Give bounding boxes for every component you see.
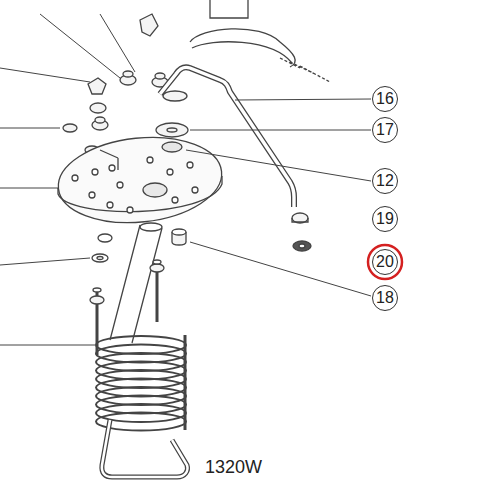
callout-number: 17	[376, 122, 394, 138]
callout-circle: 12	[372, 168, 398, 194]
callout-circle: 18	[372, 285, 398, 311]
callout-circle: 19	[372, 206, 398, 232]
callout-circle: 16	[372, 86, 398, 112]
callout-number: 12	[376, 173, 394, 189]
callout-number: 18	[376, 290, 394, 306]
callout-number: 20	[376, 254, 394, 270]
callout-number: 16	[376, 91, 394, 107]
wattage-label: 1320W	[205, 458, 262, 476]
callout-number: 19	[376, 211, 394, 227]
callout-circle: 20	[372, 249, 398, 275]
callout-circle: 17	[372, 117, 398, 143]
